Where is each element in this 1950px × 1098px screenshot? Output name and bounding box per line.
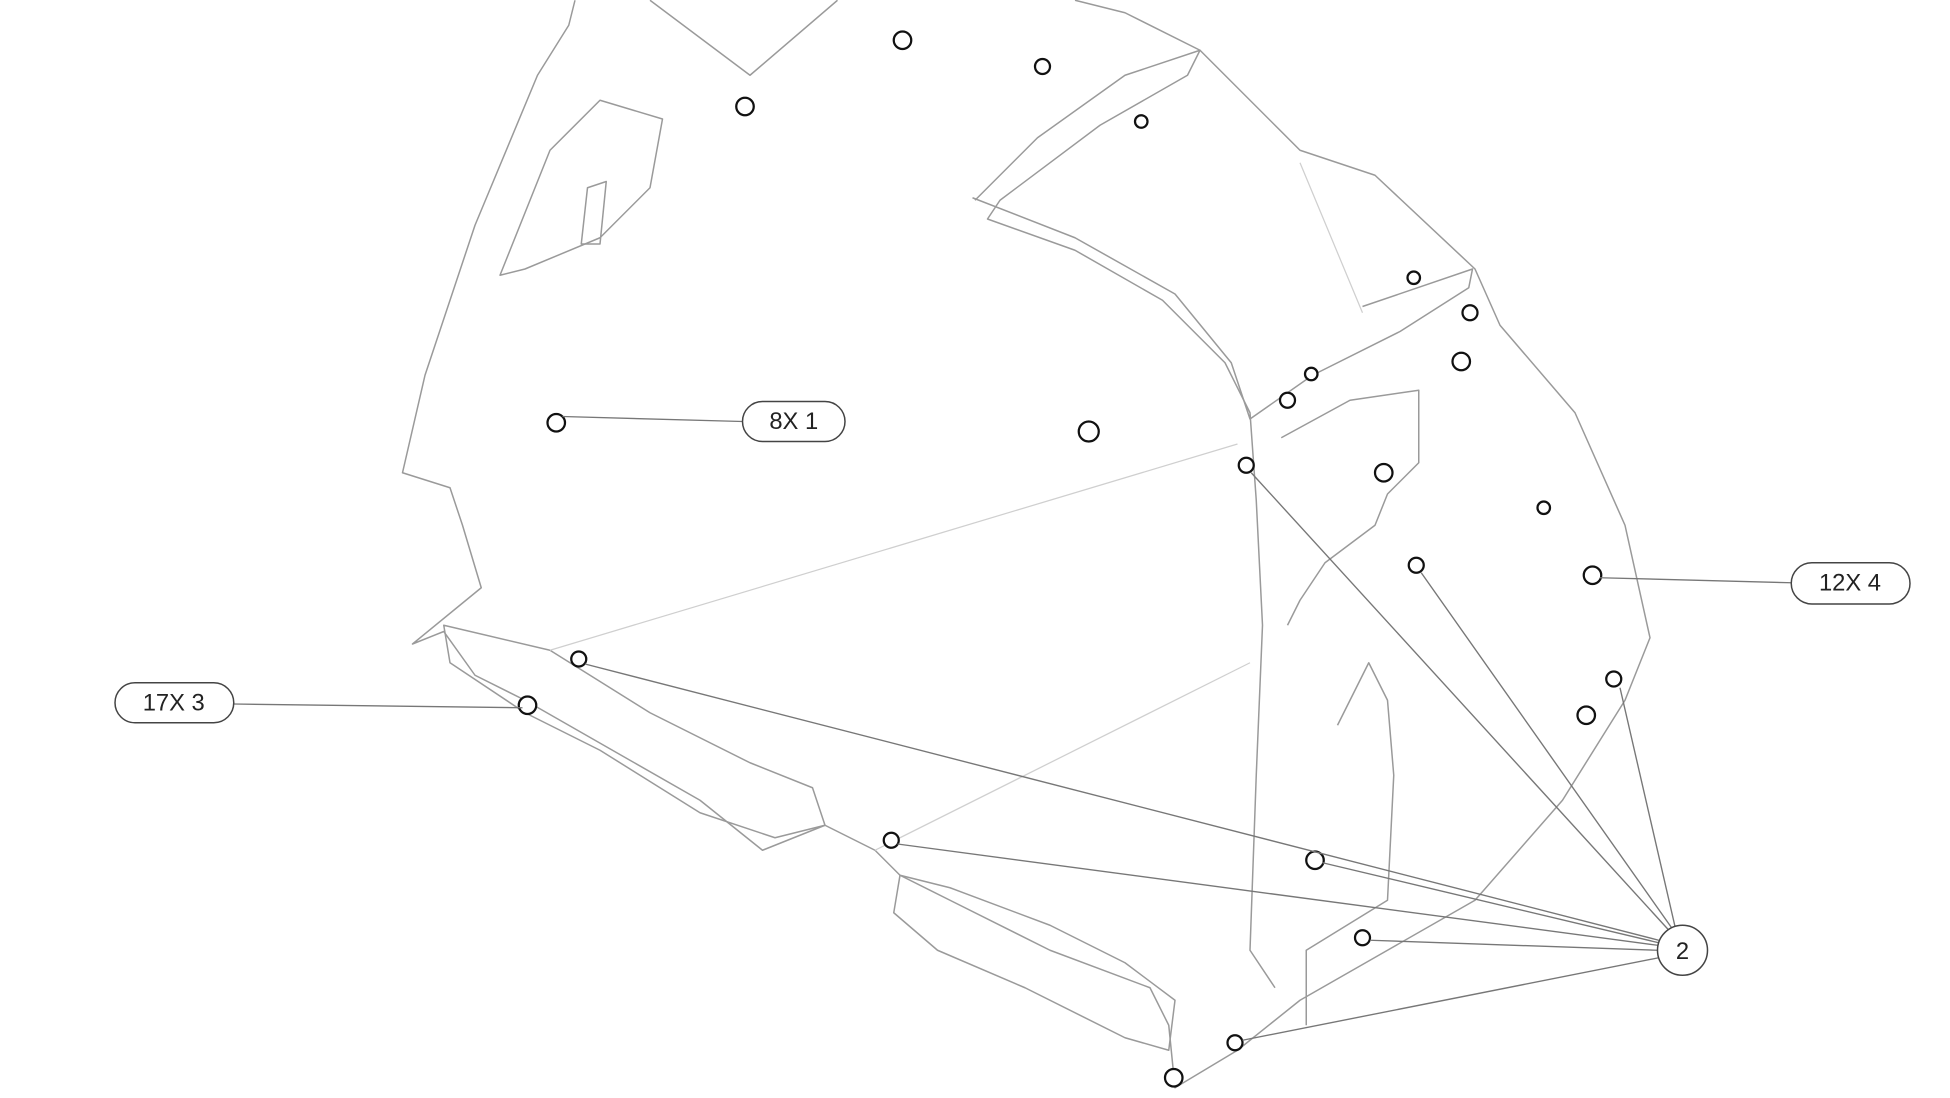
clip-icon [1605,670,1623,688]
clip-icon [1226,1034,1244,1052]
fastener-icon [735,96,755,117]
panel-outlines [401,0,1651,1089]
fastener-icon [1406,270,1422,286]
callout-label: 8X 1 [769,408,818,435]
fasteners [517,30,1623,1088]
callout-17x-3: 17X 3 [114,682,235,724]
fastener-icon [1576,705,1597,726]
fastener-icon [1133,114,1149,129]
fastener-icon [1536,500,1552,516]
fastener-icon [1278,391,1297,409]
fastener-icon [1077,420,1100,443]
callout-2: 2 [1656,924,1709,976]
fastener-icon [892,30,913,51]
fastener-icon [517,695,538,716]
clip-icon [882,831,900,849]
fastener-icon [1373,462,1394,483]
clip-icon [1353,929,1372,947]
clip-icon [1305,850,1325,871]
callout-label: 2 [1676,938,1689,965]
callout-12x-4: 12X 4 [1790,562,1911,605]
callout-label: 17X 3 [143,689,205,716]
fastener-icon [1163,1067,1184,1088]
fastener-icon [1303,366,1319,382]
fastener-icon [1451,351,1472,372]
leader-lines [233,415,1792,1041]
fastener-icon [546,412,567,433]
fastener-icon [1461,304,1479,322]
clip-icon [1407,556,1425,574]
fastener-icon [1582,565,1603,586]
clip-icon [570,650,588,668]
callout-8x-1: 8X 1 [741,400,846,443]
clip-icon [1237,456,1255,474]
callout-label: 12X 4 [1819,569,1881,596]
fastener-icon [1033,57,1052,76]
